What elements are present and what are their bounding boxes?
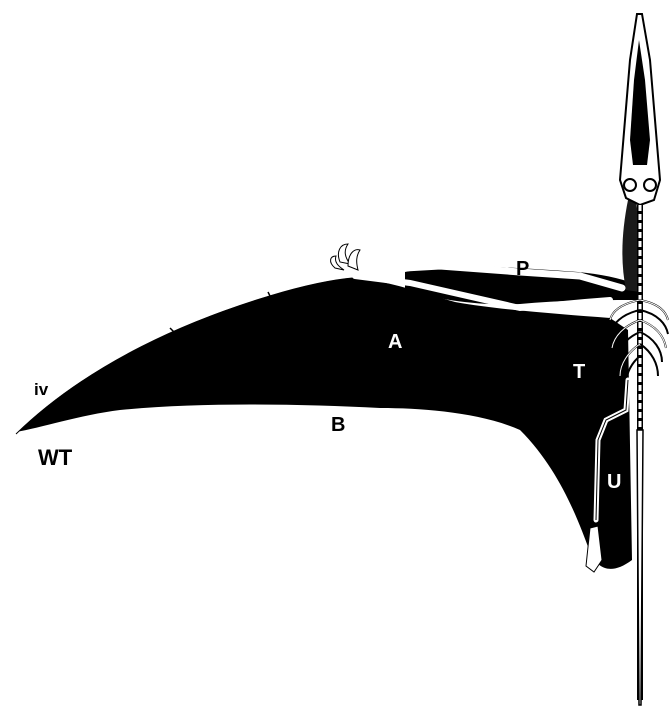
orbit-left: [624, 179, 636, 191]
orbit-right: [644, 179, 656, 191]
label-proximal: P: [516, 258, 529, 280]
label-aspect: A: [388, 331, 402, 353]
label-uropatagium: U: [607, 471, 621, 493]
label-trailing-edge: B: [331, 414, 345, 436]
hand-claws: [331, 244, 360, 270]
label-wing-tip: WT: [38, 445, 73, 470]
label-trailing: T: [573, 361, 585, 383]
label-digit-iv: iv: [34, 380, 49, 399]
wing-membrane: [16, 277, 632, 569]
